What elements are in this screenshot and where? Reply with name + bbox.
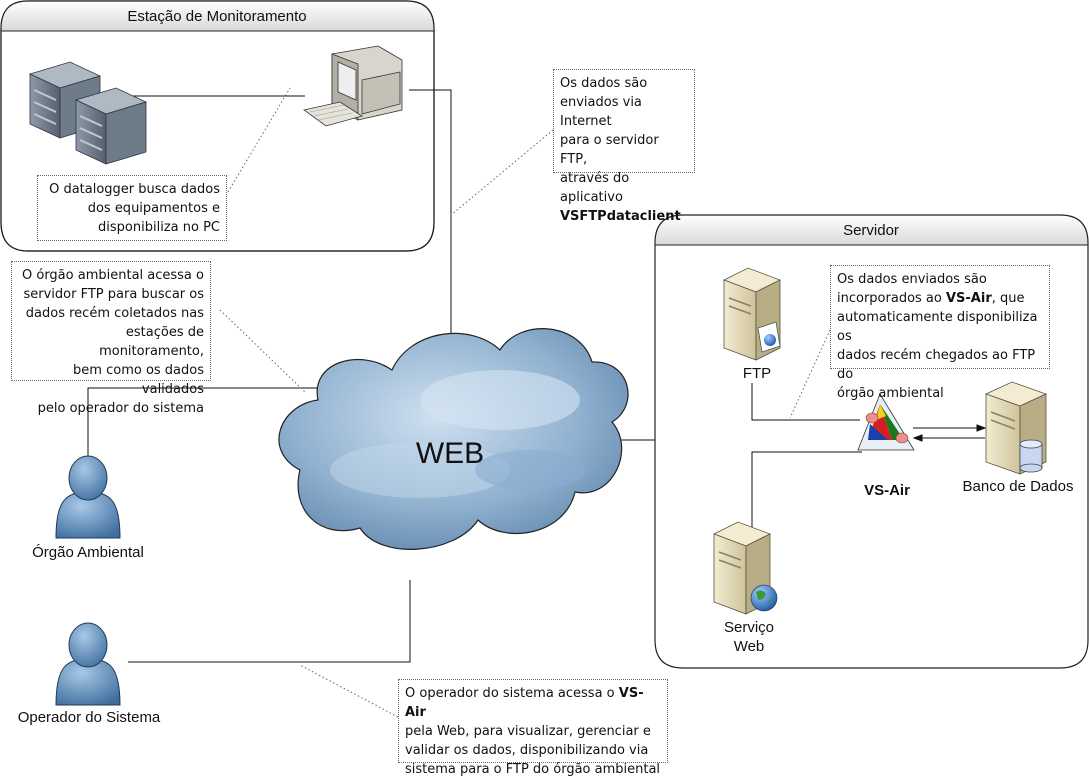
vsair-note-line: incorporados ao VS-Air, que: [837, 289, 1043, 308]
vsair-note-text: , que: [991, 291, 1025, 306]
vsair-note-line: dados recém chegados ao FTP do: [837, 348, 1036, 382]
station-title: Estação de Monitoramento: [127, 8, 306, 25]
internet-note-line: através do aplicativo: [560, 171, 630, 205]
cloud-label: WEB: [416, 437, 484, 470]
datalogger-note: O datalogger busca dados dos equipamento…: [37, 175, 227, 241]
web-service-label-line2: Web: [734, 638, 765, 655]
operator-note-line: sistema para o FTP do órgão ambiental: [405, 762, 661, 777]
datalogger-rack-icon: [28, 61, 148, 165]
vsair-note-line: órgão ambiental: [837, 386, 944, 401]
web-cloud-icon: [278, 328, 629, 550]
operator-person-icon: [55, 622, 121, 706]
operator-note: O operador do sistema acessa o VS-Air pe…: [398, 679, 668, 777]
callout-lines: [219, 87, 831, 718]
operator-note-line: pela Web, para visualizar, gerenciar e: [405, 724, 651, 739]
vsair-note: Os dados enviados são incorporados ao VS…: [830, 265, 1050, 401]
ftp-server-icon: [723, 267, 781, 361]
vsair-note-line: Os dados enviados são: [837, 272, 987, 287]
pc-icon: [303, 45, 403, 127]
operator-label: Operador do Sistema: [18, 709, 161, 726]
internet-note: Os dados são enviados via Internet para …: [553, 69, 695, 224]
operator-note-line: O operador do sistema acessa o VS-Air: [405, 684, 661, 722]
vsair-note-line: automaticamente disponibiliza os: [837, 310, 1038, 344]
operator-note-bold: VS-Air: [405, 686, 644, 720]
vsair-note-text: incorporados ao: [837, 291, 946, 306]
web-service-label-line1: Serviço: [724, 619, 774, 636]
datalogger-note-line: dos equipamentos e: [87, 201, 220, 216]
agency-note-line: O órgão ambiental acessa o: [22, 268, 204, 283]
agency-note-line: servidor FTP para buscar os: [23, 287, 204, 302]
agency-note-line: bem como os dados validados: [73, 363, 204, 397]
operator-note-text: O operador do sistema acessa o: [405, 686, 619, 701]
ftp-label: FTP: [743, 365, 771, 382]
connection-lines: [87, 89, 862, 663]
internet-note-line: enviados via Internet: [560, 95, 642, 129]
operator-note-line: validar os dados, disponibilizando via: [405, 743, 649, 758]
agency-note-line: estações de monitoramento,: [99, 325, 204, 359]
vsair-db-arrows: [912, 424, 987, 442]
agency-label: Órgão Ambiental: [32, 544, 144, 561]
vsair-label: VS-Air: [864, 482, 910, 499]
internet-note-app-name: VSFTPdataclient: [560, 207, 688, 226]
internet-note-line: para o servidor FTP,: [560, 133, 659, 167]
datalogger-note-line: disponibiliza no PC: [98, 220, 220, 235]
datalogger-note-line: O datalogger busca dados: [49, 182, 220, 197]
web-service-server-icon: [713, 521, 778, 615]
database-label: Banco de Dados: [963, 478, 1074, 495]
agency-note-line: pelo operador do sistema: [37, 401, 204, 416]
vsair-note-bold: VS-Air: [945, 291, 992, 306]
agency-note: O órgão ambiental acessa o servidor FTP …: [11, 261, 211, 416]
agency-note-line: dados recém coletados nas: [25, 306, 204, 321]
database-server-icon: [984, 381, 1048, 475]
vsair-app-icon: [857, 393, 915, 451]
agency-person-icon: [55, 455, 121, 539]
internet-note-line: Os dados são: [560, 76, 648, 91]
server-title: Servidor: [843, 222, 899, 239]
app-name-bold: VSFTPdataclient: [560, 209, 681, 224]
